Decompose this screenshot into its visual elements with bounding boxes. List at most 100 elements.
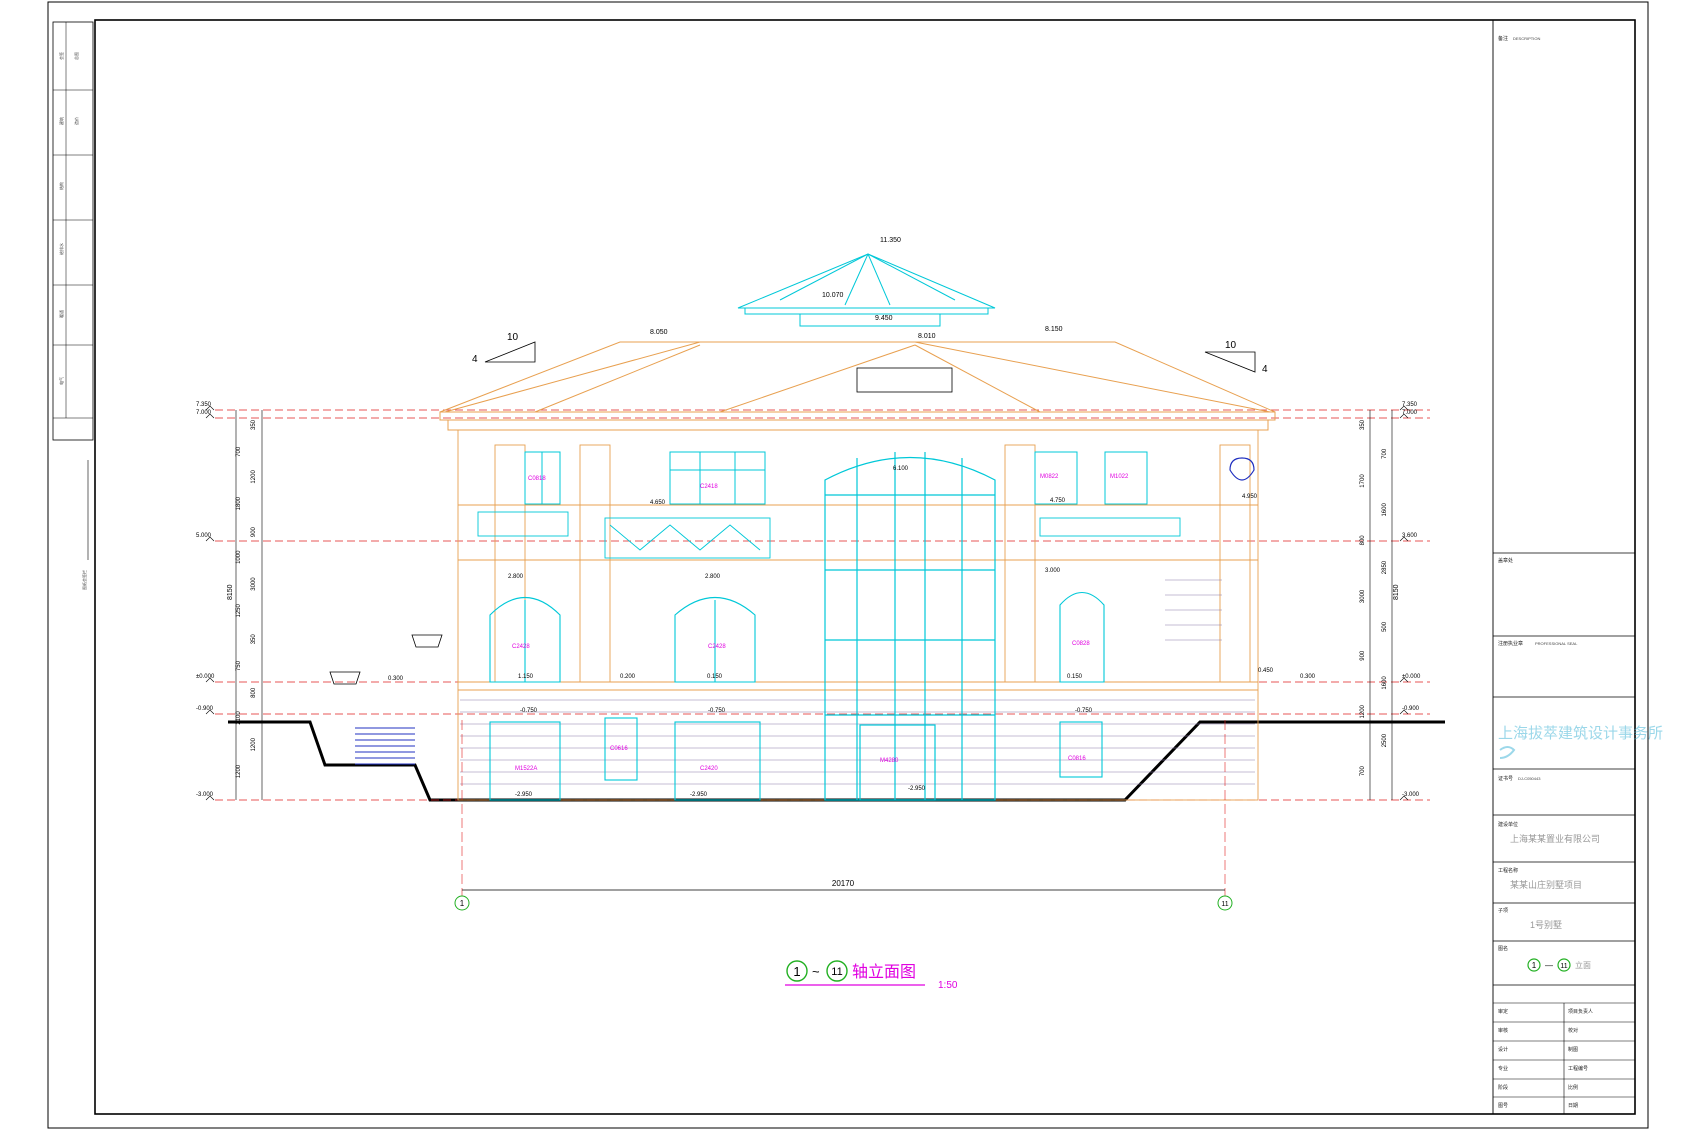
drawing-title-suffix: 立面 <box>1575 960 1591 970</box>
roof-lantern <box>737 253 996 327</box>
arched-windows <box>489 591 1105 683</box>
dim-left-text: 1250 <box>236 603 242 617</box>
caption-bubble-11 <box>826 960 848 982</box>
subitem-value: 1号别墅 <box>1530 920 1562 930</box>
dim-left-text: 350 <box>251 419 257 430</box>
axis-bubble-11 <box>1217 895 1233 911</box>
caption-ref-11: 11 <box>831 966 842 978</box>
tb-row-left: 专业 <box>1498 1065 1508 1072</box>
client-value: 上海某某置业有限公司 <box>1510 833 1600 844</box>
tb-row-right: 项目负责人 <box>1568 1008 1593 1015</box>
floor-elevation-mark: 4.650 <box>650 500 666 506</box>
level-marker-icon <box>205 709 215 715</box>
upper-windows <box>524 451 1148 505</box>
floor-elevation-mark: -0.750 <box>1075 708 1093 714</box>
basement-windows <box>489 717 1103 801</box>
elev-lantern: 10.070 <box>822 292 844 299</box>
notes-en: DESCRIPTION <box>1513 36 1540 41</box>
floor-elevation-mark: 4.750 <box>1050 498 1066 504</box>
dim-left-text: 900 <box>251 526 257 537</box>
floor-elevation-mark: 0.150 <box>1067 674 1083 680</box>
strip-label: 总图 <box>73 52 79 60</box>
dim-right-text: 350 <box>1360 419 1366 430</box>
project-value: 某某山庄别墅项目 <box>1510 879 1582 890</box>
facade <box>457 429 1259 801</box>
floor-elevation-mark: 0.300 <box>388 676 404 682</box>
dim-left-text: 350 <box>251 634 257 645</box>
level-marker-icon <box>205 413 215 419</box>
level-marker-icon <box>1399 795 1409 801</box>
caption-bubble-1 <box>786 960 808 982</box>
level-left-text: -0.900 <box>196 706 214 712</box>
dim-right-text: 1600 <box>1382 676 1388 690</box>
level-right-text: -0.900 <box>1402 706 1420 712</box>
dim-left-text: 1200 <box>251 470 257 484</box>
tb-axis-dash: — <box>1545 961 1553 970</box>
slope-marker-left: 10 4 <box>472 332 536 365</box>
caption-text: 轴立面图 <box>852 963 916 981</box>
dim-right-text: 3000 <box>1360 589 1366 603</box>
central-curtain-wall <box>824 452 996 801</box>
window-tag: C2418 <box>700 484 718 490</box>
dim-right-text: 1600 <box>1382 503 1388 517</box>
overall-dim-text: 20170 <box>832 879 855 888</box>
dim-right-text: 900 <box>1360 650 1366 661</box>
tb-row-left: 审核 <box>1498 1027 1508 1034</box>
level-left-text: 7.000 <box>196 410 212 416</box>
dim-left-text: 3000 <box>251 577 257 591</box>
window-tag: M4280 <box>880 758 899 764</box>
drawing-title-label: 图名 <box>1498 945 1508 952</box>
strip-label: 暖通 <box>58 310 64 318</box>
level-left-text: 5.000 <box>196 533 212 539</box>
level-left-text: 7.350 <box>196 402 212 408</box>
elev-lantern-base: 9.450 <box>875 315 893 322</box>
tb-row-left: 审定 <box>1498 1008 1508 1015</box>
level-marker-icon <box>205 536 215 542</box>
tb-axis-ref-1: 1 <box>1532 961 1537 970</box>
window-tag: C2428 <box>708 644 726 650</box>
title-block: 备注 DESCRIPTION 盖章处 注册执业章 PROFESSIONAL SE… <box>1492 19 1663 1115</box>
level-lines <box>215 409 1430 801</box>
floor-elevation-mark: -2.950 <box>908 786 926 792</box>
tb-row-left: 设计 <box>1498 1046 1508 1053</box>
dim-left-text: 750 <box>236 660 242 671</box>
window-tag: C2420 <box>700 766 718 772</box>
window-tag: C0818 <box>528 476 546 482</box>
floor-elevation-mark: 2.800 <box>705 574 721 580</box>
dim-right-total: 8150 <box>1393 584 1400 600</box>
client-label: 建设单位 <box>1498 821 1518 828</box>
dim-left-text: 1800 <box>236 496 242 510</box>
elev-roof-left: 8.050 <box>650 329 668 336</box>
dim-right-text: 800 <box>1360 535 1366 546</box>
urn-icon <box>1229 457 1255 481</box>
strip-label: 建筑 <box>58 117 64 125</box>
tb-row-right: 比例 <box>1568 1084 1578 1091</box>
subitem-label: 子项 <box>1498 907 1508 914</box>
level-marker-icon <box>205 677 215 683</box>
window-tag: C0816 <box>1068 756 1086 762</box>
caption-tilde: ~ <box>812 964 820 979</box>
dim-left-text: 1200 <box>251 737 257 751</box>
tb-axis-ref-11: 11 <box>1560 963 1567 970</box>
main-roof <box>439 341 1276 431</box>
floor-elevation-mark: 6.100 <box>893 466 909 472</box>
floor-elevation-mark: 0.300 <box>1300 674 1316 680</box>
floor-elevation-mark: -0.750 <box>520 708 538 714</box>
axis-bubble-11-label: 11 <box>1221 901 1228 908</box>
floor-elevation-mark: 4.950 <box>1242 494 1258 500</box>
balconies <box>477 511 1181 559</box>
firm-logo-icon <box>1499 746 1516 759</box>
level-right-text: -3.000 <box>1402 792 1420 798</box>
window-tag: M1522A <box>515 766 537 772</box>
floor-elevation-mark: 1.150 <box>518 674 534 680</box>
strip-label: 电气 <box>58 377 64 385</box>
notes-label: 备注 <box>1498 35 1508 42</box>
level-marker-icon <box>1399 709 1409 715</box>
dim-left-text: 1000 <box>236 550 242 564</box>
dim-right-text: 2850 <box>1382 560 1388 574</box>
strip-label: 给排水 <box>58 243 64 255</box>
strip-label: 会签 <box>58 52 64 60</box>
dim-right-text: 1200 <box>1360 704 1366 718</box>
window-tag: M0822 <box>1040 474 1059 480</box>
